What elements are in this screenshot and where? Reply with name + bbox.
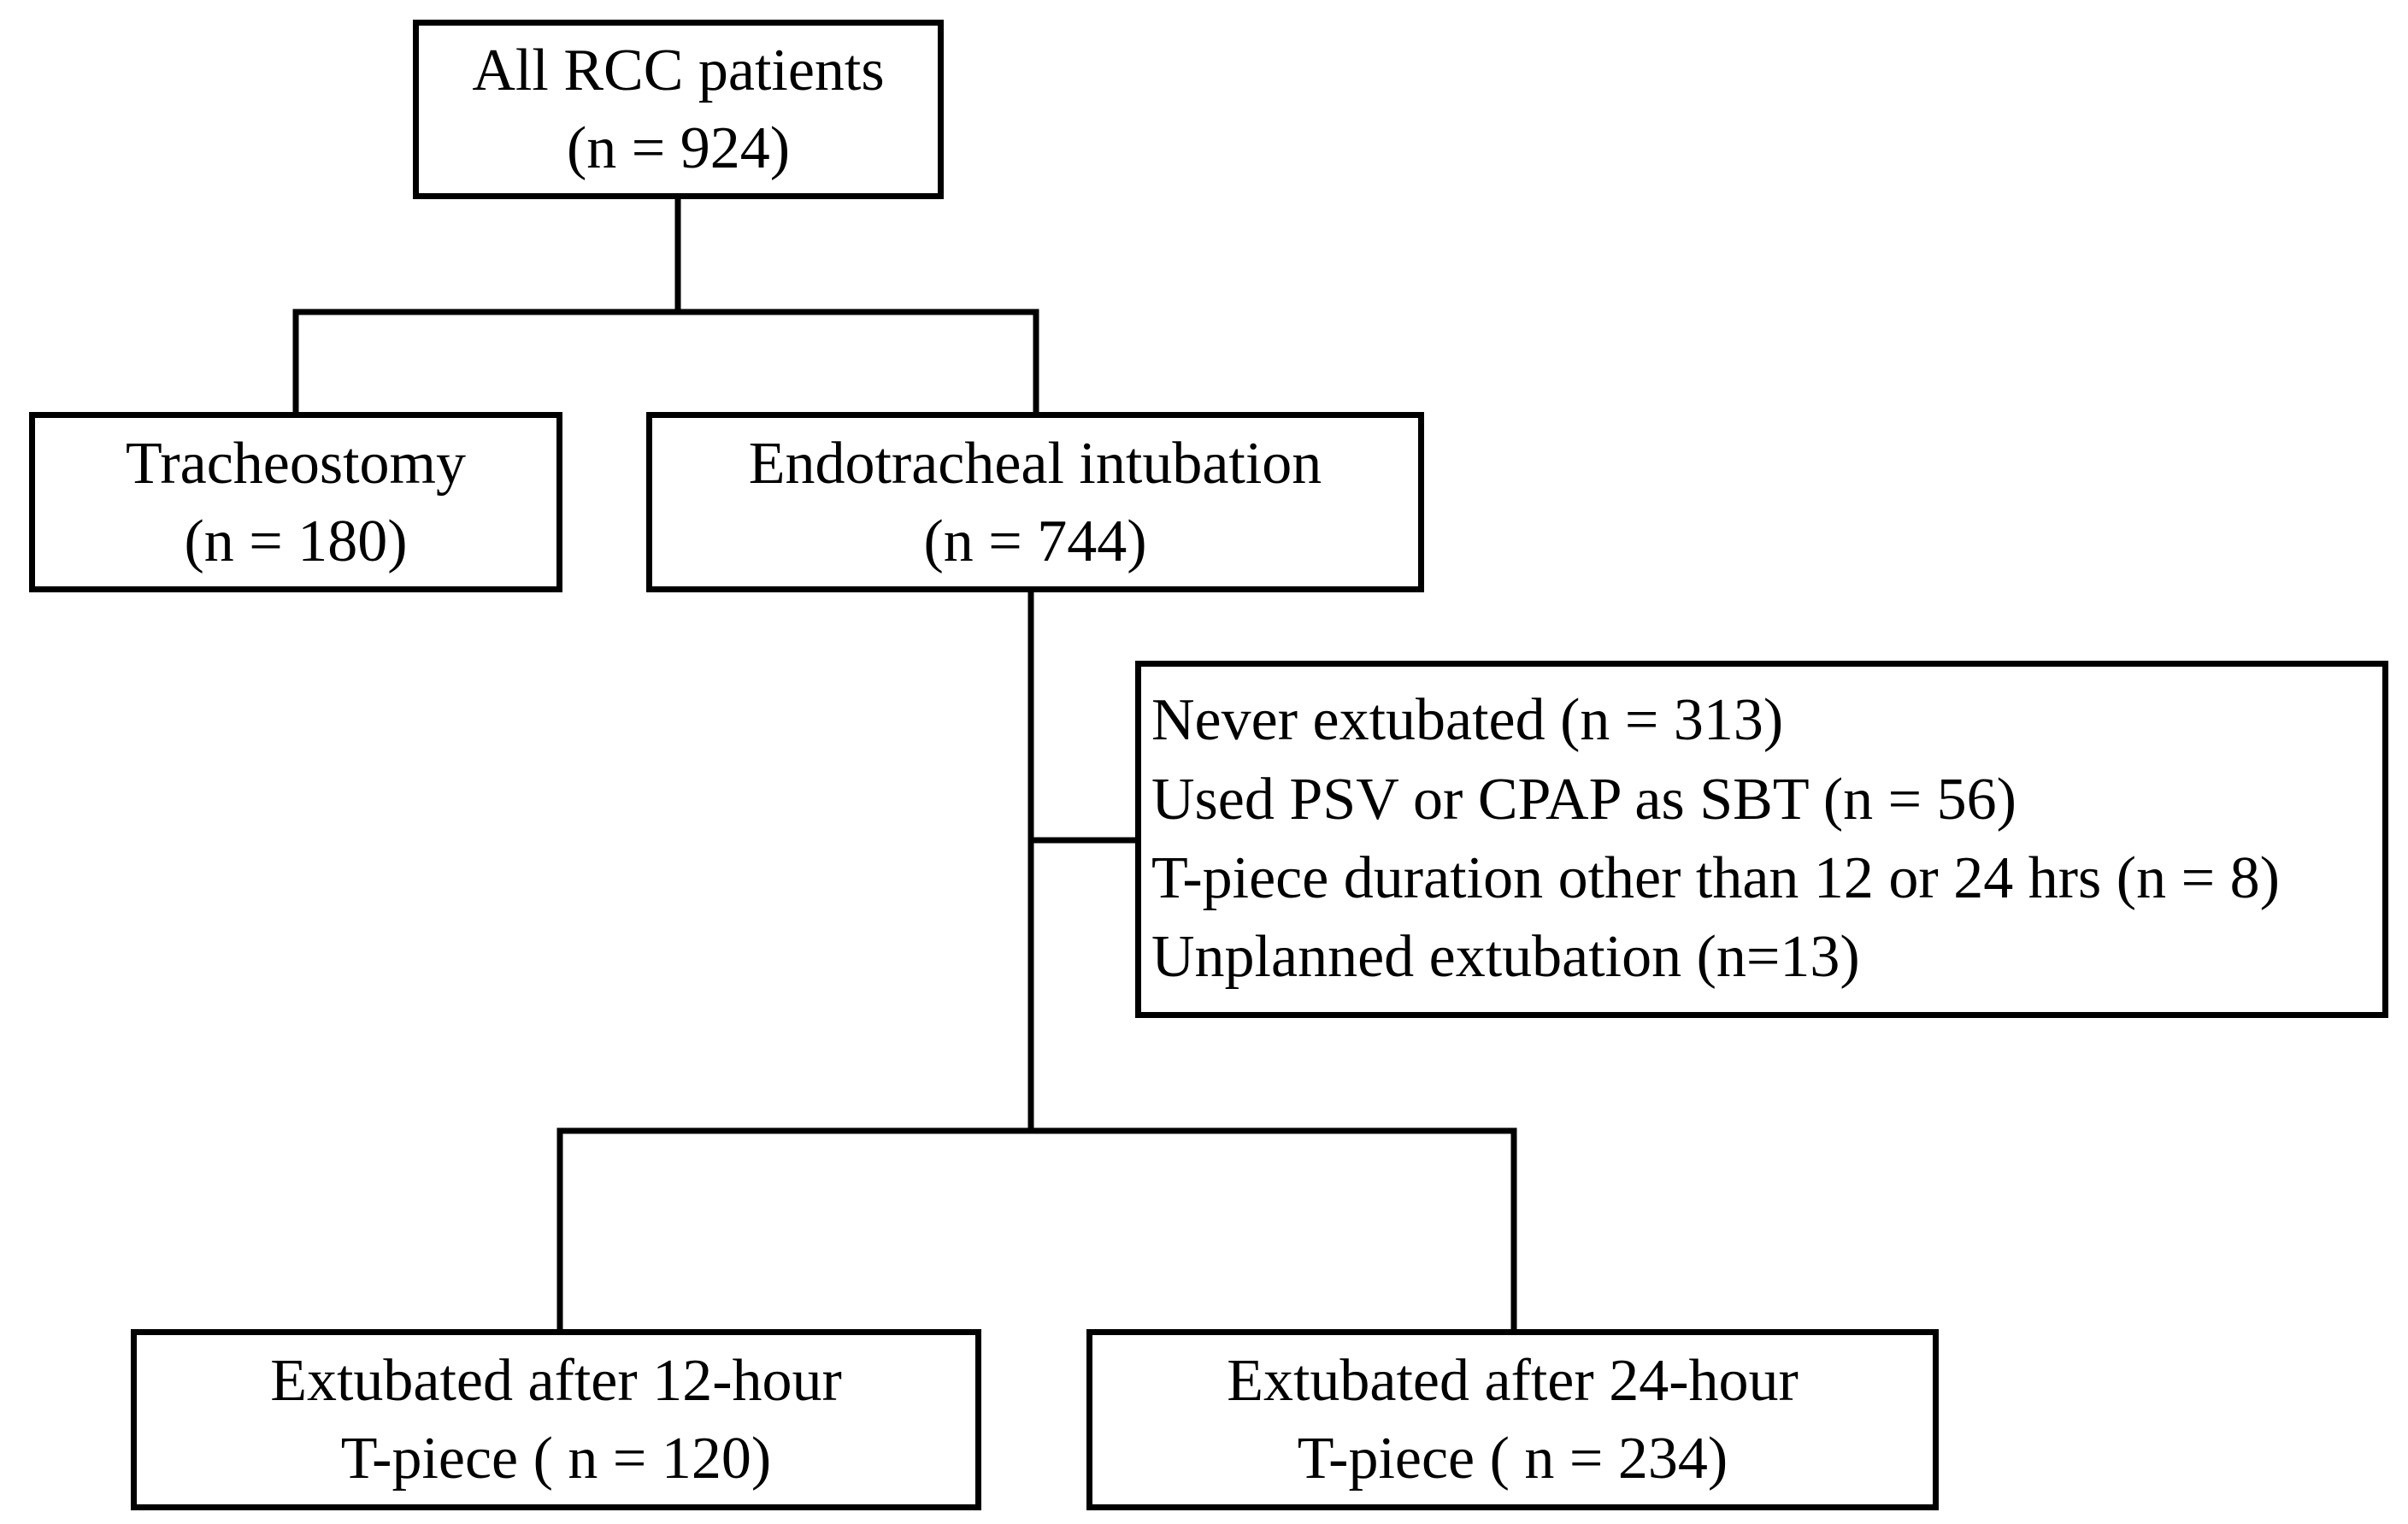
node-extubated-12-hour-title: Extubated after 12-hour: [270, 1348, 842, 1414]
node-endotracheal-title: Endotracheal intubation: [748, 430, 1322, 497]
node-exclusions: Never extubated (n = 313) Used PSV or CP…: [1135, 661, 2388, 1018]
exclusion-item: Never extubated (n = 313): [1151, 687, 1784, 754]
exclusion-item: T-piece duration other than 12 or 24 hrs…: [1151, 845, 2280, 911]
node-all-rcc-patients-count: (n = 924): [566, 115, 791, 181]
node-extubated-12-hour-count: T-piece ( n = 120): [340, 1426, 772, 1492]
node-tracheostomy-count: (n = 180): [184, 508, 408, 574]
node-tracheostomy: Tracheostomy (n = 180): [29, 412, 562, 592]
exclusion-item: Used PSV or CPAP as SBT (n = 56): [1151, 766, 2016, 833]
node-all-rcc-patients: All RCC patients (n = 924): [413, 20, 944, 199]
node-extubated-12-hour: Extubated after 12-hour T-piece ( n = 12…: [131, 1329, 981, 1510]
exclusion-item: Unplanned extubation (n=13): [1151, 924, 1860, 991]
node-all-rcc-patients-title: All RCC patients: [472, 38, 885, 103]
node-tracheostomy-title: Tracheostomy: [126, 430, 466, 497]
node-extubated-24-hour: Extubated after 24-hour T-piece ( n = 23…: [1086, 1329, 1939, 1510]
node-extubated-24-hour-count: T-piece ( n = 234): [1297, 1426, 1728, 1492]
node-extubated-24-hour-title: Extubated after 24-hour: [1227, 1348, 1799, 1414]
node-endotracheal-intubation: Endotracheal intubation (n = 744): [646, 412, 1424, 592]
node-endotracheal-count: (n = 744): [923, 508, 1147, 574]
